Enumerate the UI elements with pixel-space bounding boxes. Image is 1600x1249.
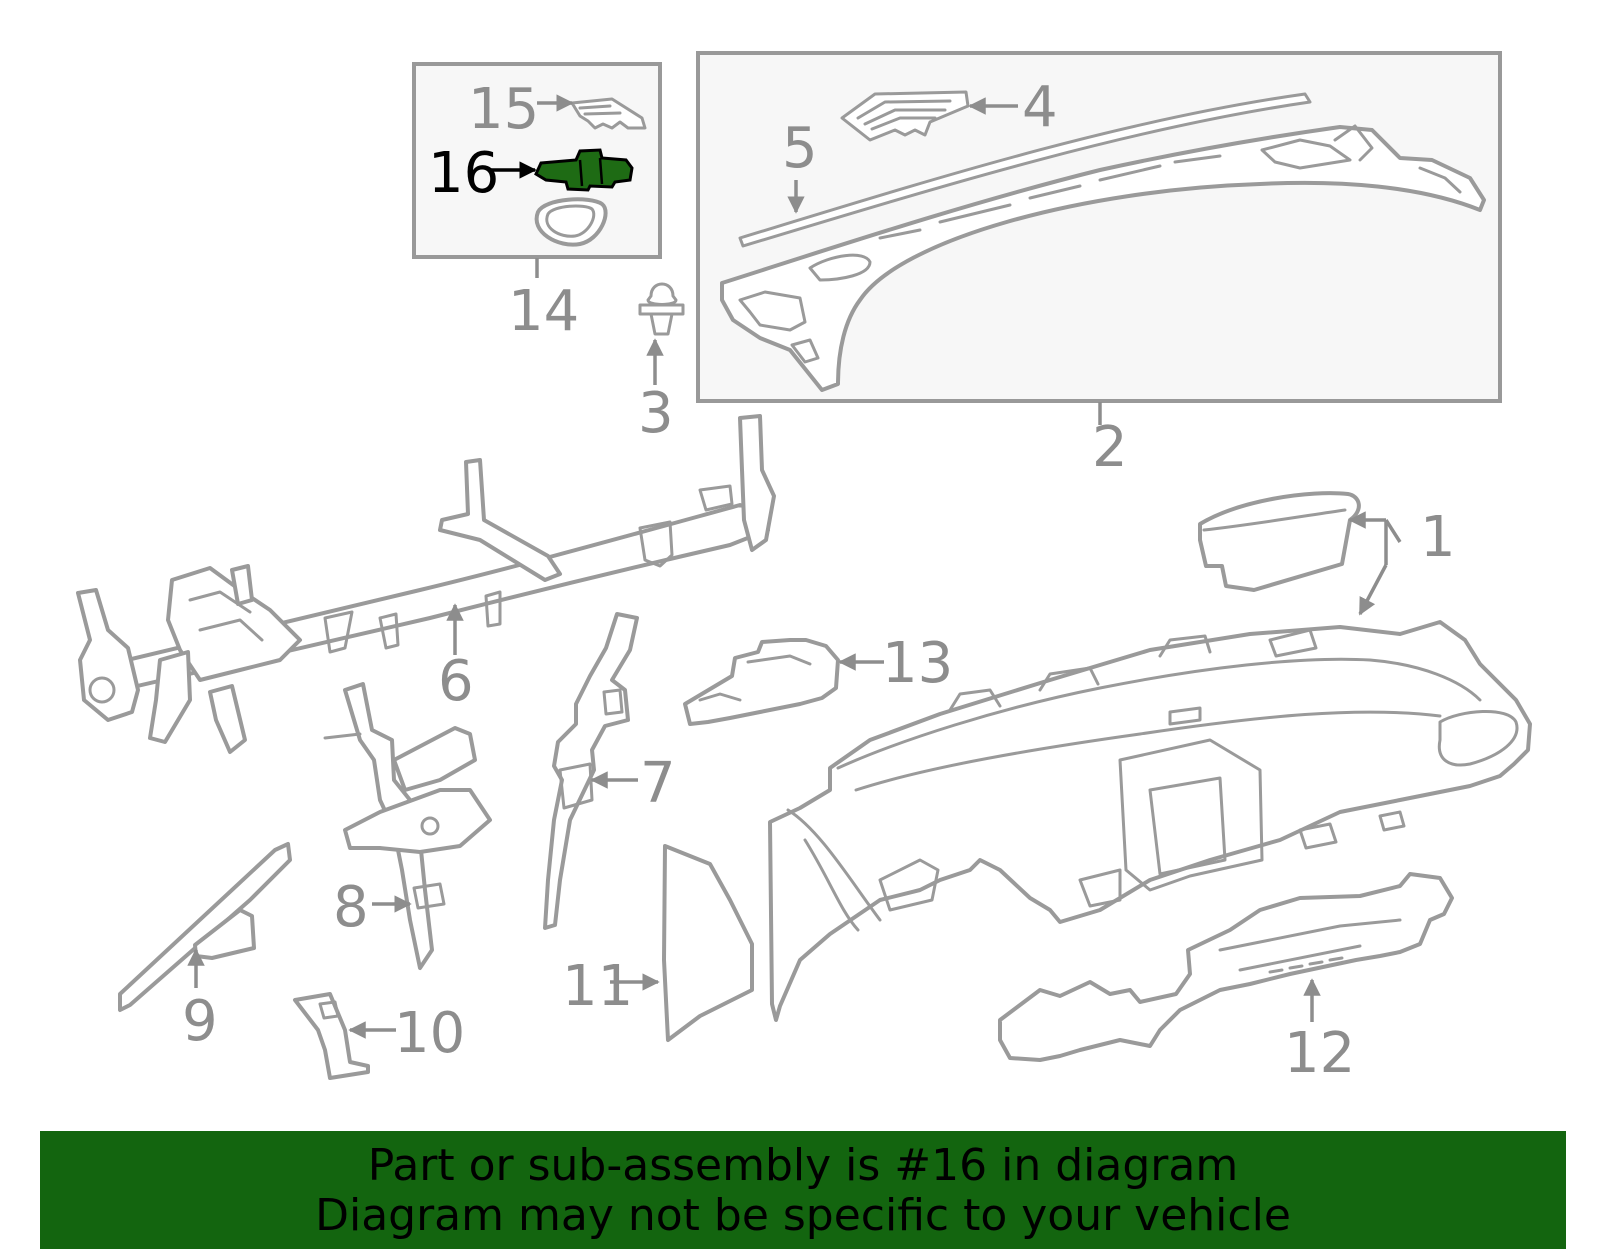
callout-4: 4: [1022, 75, 1058, 140]
part-14-ring[interactable]: [534, 197, 608, 247]
info-banner: Part or sub-assembly is #16 in diagram D…: [40, 1131, 1566, 1249]
callout-13: 13: [882, 631, 953, 696]
callout-6: 6: [438, 649, 474, 714]
callout-10: 10: [394, 1001, 465, 1066]
callout-11: 11: [562, 954, 633, 1019]
callout-2: 2: [1092, 415, 1128, 480]
part-11[interactable]: [662, 844, 754, 1042]
part-3[interactable]: [638, 282, 685, 336]
part-1[interactable]: [1198, 491, 1361, 592]
part-5[interactable]: [738, 92, 1312, 248]
part-dashboard[interactable]: [768, 620, 1532, 1022]
part-16[interactable]: [534, 148, 634, 192]
callout-12: 12: [1284, 1021, 1355, 1086]
callout-3: 3: [638, 381, 674, 446]
callout-8: 8: [333, 875, 369, 940]
banner-line-2: Diagram may not be specific to your vehi…: [315, 1190, 1291, 1241]
callout-14: 14: [508, 279, 579, 344]
part-6[interactable]: [76, 414, 776, 754]
callout-arrows: [187, 94, 1402, 1039]
banner-line-1: Part or sub-assembly is #16 in diagram: [367, 1140, 1239, 1191]
part-4[interactable]: [840, 90, 970, 142]
part-2[interactable]: [720, 124, 1486, 392]
part-7[interactable]: [543, 612, 639, 930]
callout-15: 15: [468, 77, 539, 142]
callout-1: 1: [1420, 505, 1456, 570]
callout-5: 5: [782, 116, 818, 181]
part-10[interactable]: [293, 992, 370, 1080]
part-13[interactable]: [683, 638, 840, 726]
callout-9: 9: [182, 989, 218, 1054]
callout-16: 16: [428, 141, 499, 206]
callout-7: 7: [640, 751, 676, 816]
part-12[interactable]: [998, 872, 1454, 1062]
part-15[interactable]: [570, 97, 647, 130]
part-9[interactable]: [118, 842, 292, 1012]
